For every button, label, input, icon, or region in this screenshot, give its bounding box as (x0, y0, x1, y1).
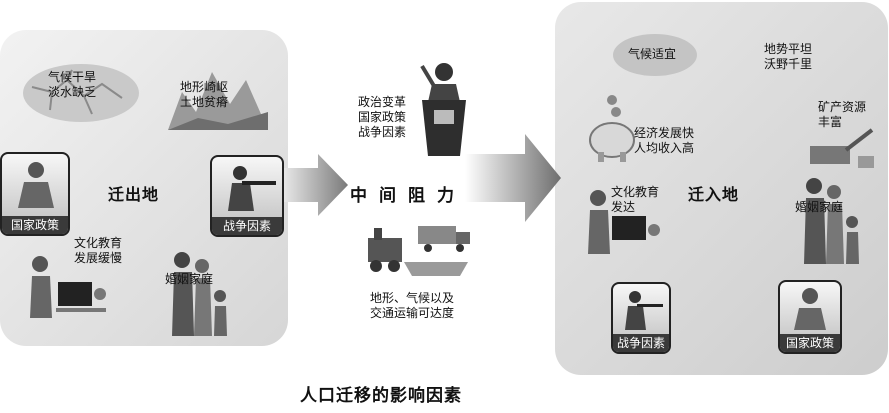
origin-education-label: 文化教育 发展缓慢 (74, 236, 123, 265)
origin-war-tile: 战争因素 (210, 155, 284, 237)
piggy-bank-icon (589, 95, 635, 162)
dest-war-tile-label: 战争因素 (613, 334, 669, 352)
origin-policy-tile-label: 国家政策 (2, 216, 68, 234)
dest-terrain-label: 地势平坦 沃野千里 (764, 42, 813, 71)
drought-cracked-earth-icon (23, 64, 139, 122)
politician-icon (18, 162, 54, 208)
soldier-icon (228, 166, 276, 211)
dest-family-label: 婚姻家庭 (795, 200, 844, 214)
destination-title: 迁入地 (688, 185, 740, 204)
dest-education-label: 文化教育 发达 (611, 185, 660, 214)
dest-mineral-label: 矿产资源 丰富 (818, 100, 867, 129)
origin-family-label: 婚姻家庭 (165, 272, 214, 286)
dest-soldier-icon (625, 291, 663, 330)
figure-caption: 人口迁移的影响因素 (300, 386, 462, 406)
dest-policy-tile: 国家政策 (778, 280, 842, 354)
dest-policy-tile-label: 国家政策 (780, 334, 840, 352)
middle-title: 中间阻力 (350, 186, 466, 206)
origin-family-icon (172, 252, 227, 336)
politician-at-podium-icon (420, 63, 466, 156)
origin-drought-label: 气候干旱 淡水缺乏 (48, 70, 97, 99)
dest-politician-icon (794, 288, 826, 330)
middle-political-label: 政治变革 国家政策 战争因素 (358, 95, 407, 139)
dest-economy-label: 经济发展快 人均收入高 (634, 126, 695, 155)
origin-education-classroom-icon (30, 256, 106, 318)
arrow-origin-to-middle-icon (270, 154, 348, 216)
dest-war-tile: 战争因素 (611, 282, 671, 354)
arrow-middle-to-destination-icon (465, 134, 561, 222)
dest-family-icon (804, 178, 859, 264)
rugged-terrain-icon (168, 72, 268, 130)
dest-climate-label: 气候适宜 (628, 47, 677, 61)
dest-education-classroom-icon (588, 190, 660, 254)
middle-transport-label: 地形、气候以及 交通运输可达度 (370, 291, 455, 320)
transport-train-truck-ship-icon (368, 226, 470, 276)
origin-title: 迁出地 (108, 185, 160, 204)
origin-policy-tile: 国家政策 (0, 152, 70, 236)
mining-machinery-icon (810, 128, 874, 168)
origin-war-tile-label: 战争因素 (212, 217, 282, 235)
origin-terrain-label: 地形崎岖 土地贫瘠 (180, 80, 229, 109)
pleasant-climate-cloud-icon (613, 34, 697, 76)
